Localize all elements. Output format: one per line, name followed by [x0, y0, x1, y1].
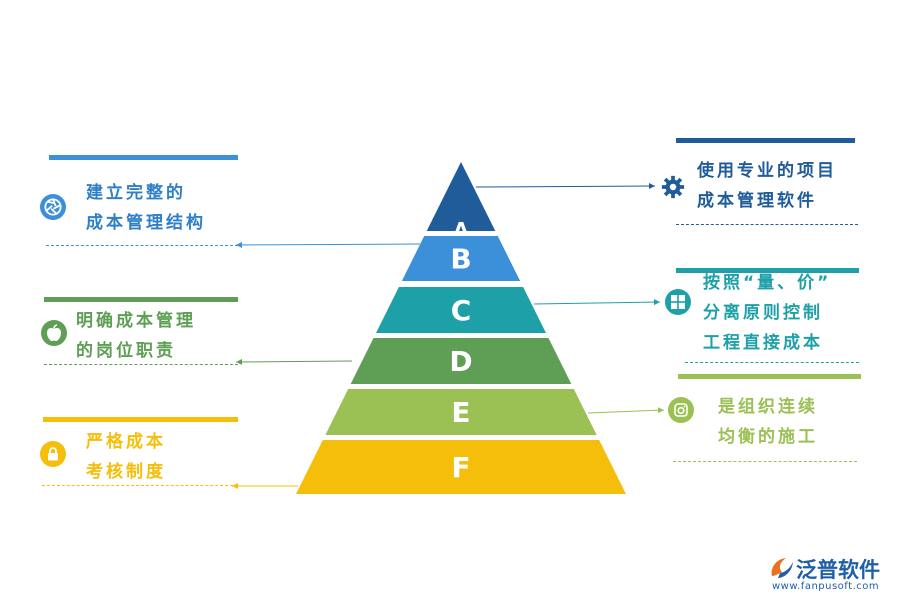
lock-icon [40, 441, 66, 467]
right-text-3-line-1: 是组织连续 [718, 397, 818, 417]
pyramid-level-e [325, 389, 597, 435]
right-text-2-line-1: 按照“量、价” [703, 273, 832, 293]
left-dash-2 [44, 364, 238, 365]
left-text-3: 严格成本 考核制度 [86, 427, 166, 487]
right-dash-2 [685, 362, 859, 363]
left-dash-3 [42, 485, 238, 486]
logo-url: www.fanpusoft.com [772, 581, 880, 592]
right-text-1: 使用专业的项目 成本管理软件 [697, 156, 837, 216]
connector-right-2 [533, 299, 661, 306]
apple-icon [41, 320, 67, 346]
pyramid-level-f [296, 440, 626, 494]
right-text-3-line-2: 均衡的施工 [718, 427, 818, 447]
right-text-3: 是组织连续 均衡的施工 [718, 392, 818, 452]
right-top-bar-3 [678, 374, 861, 379]
right-text-2: 按照“量、价” 分离原则控制 工程直接成本 [703, 268, 831, 358]
left-text-1-line-2: 成本管理结构 [86, 213, 206, 233]
left-top-bar-1 [49, 155, 238, 160]
pyramid-letter-b: B [450, 243, 471, 276]
connector-right-1 [475, 183, 656, 190]
logo-name: 泛普软件 [796, 558, 880, 582]
right-top-bar-1 [676, 138, 855, 143]
left-top-bar-3 [43, 417, 238, 422]
pyramid-level-b [401, 236, 521, 281]
gear-icon [660, 174, 686, 200]
left-dash-1 [46, 245, 238, 246]
connector-right-3 [587, 407, 665, 414]
brand-logo: 泛普软件 www.fanpusoft.com [768, 552, 893, 598]
right-text-2-line-3: 工程直接成本 [703, 333, 823, 353]
logo-icon [771, 558, 793, 578]
pyramid-letter-d: D [449, 345, 472, 378]
pyramid-letter-c: C [451, 294, 472, 327]
pyramid-letter-f: F [451, 451, 470, 484]
pyramid-gap [426, 231, 496, 236]
right-text-1-line-2: 成本管理软件 [697, 191, 817, 211]
right-top-bar-2 [676, 268, 859, 273]
left-text-3-line-2: 考核制度 [86, 462, 166, 482]
connector-left-1 [235, 241, 421, 248]
instagram-icon [668, 397, 694, 423]
left-text-2: 明确成本管理 的岗位职责 [76, 306, 196, 366]
left-text-2-line-2: 的岗位职责 [76, 341, 176, 361]
left-text-1-line-1: 建立完整的 [86, 183, 186, 203]
aperture-icon [40, 194, 66, 220]
pyramid-level-a [426, 162, 496, 231]
right-dash-1 [676, 224, 858, 225]
right-dash-3 [673, 461, 857, 462]
right-text-1-line-1: 使用专业的项目 [697, 161, 837, 181]
left-text-3-line-1: 严格成本 [86, 432, 166, 452]
windows-icon [665, 289, 691, 315]
left-top-bar-2 [44, 297, 238, 302]
connector-left-2 [235, 358, 353, 365]
right-text-2-line-2: 分离原则控制 [703, 303, 823, 323]
left-text-1: 建立完整的 成本管理结构 [86, 178, 206, 238]
pyramid-level-d [350, 338, 572, 384]
pyramid-level-c [376, 287, 546, 333]
pyramid-letter-e: E [451, 396, 470, 429]
left-text-2-line-1: 明确成本管理 [76, 311, 196, 331]
